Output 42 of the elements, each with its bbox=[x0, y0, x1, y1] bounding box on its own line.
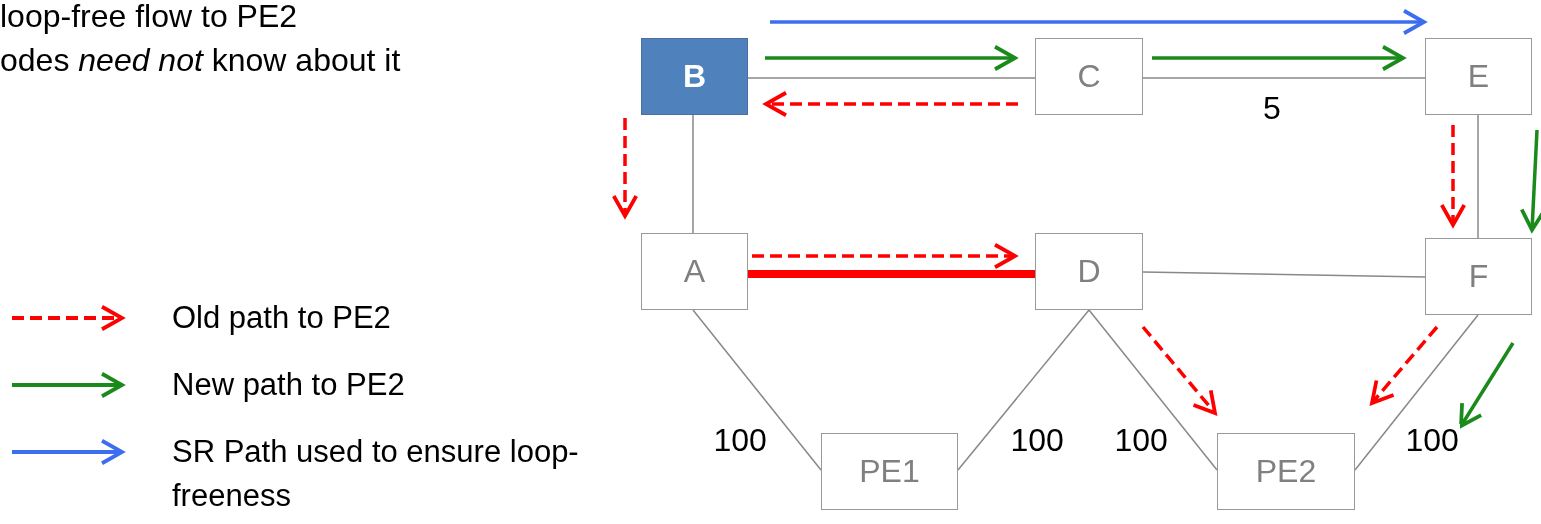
node-label: F bbox=[1468, 258, 1489, 295]
path-arrow bbox=[611, 118, 639, 218]
note-text: loop-free flow to PE2 bbox=[0, 0, 298, 32]
path-arrow bbox=[1370, 325, 1439, 405]
node-label: C bbox=[1077, 58, 1101, 95]
path-arrow bbox=[765, 44, 1017, 72]
link-line bbox=[747, 77, 1036, 79]
link-line bbox=[692, 309, 822, 471]
router-box bbox=[821, 433, 958, 510]
link-line bbox=[1142, 77, 1426, 79]
node-label: E bbox=[1467, 58, 1490, 95]
link-line bbox=[1354, 314, 1479, 471]
path-arrow bbox=[1459, 342, 1515, 428]
router-box bbox=[641, 38, 748, 115]
link-line bbox=[748, 270, 1035, 278]
router-box bbox=[1425, 238, 1532, 315]
node-label: PE2 bbox=[1255, 453, 1317, 490]
router-box bbox=[1425, 38, 1532, 115]
link-line bbox=[957, 309, 1090, 471]
link-line bbox=[1477, 114, 1479, 239]
router-box bbox=[641, 233, 748, 310]
path-arrow bbox=[1439, 125, 1467, 227]
path-arrow bbox=[770, 8, 1426, 36]
node-label: B bbox=[682, 58, 707, 95]
router-box bbox=[1217, 433, 1355, 510]
legend-label: Old path to PE2 bbox=[172, 299, 392, 337]
note-text: odes need not know about it bbox=[0, 44, 401, 76]
router-box bbox=[1035, 38, 1143, 115]
legend-label: SR Path used to ensure loop-freeness bbox=[172, 433, 580, 515]
node-label: PE1 bbox=[859, 453, 920, 490]
path-arrow bbox=[1141, 325, 1217, 415]
node-label: D bbox=[1077, 253, 1101, 290]
link-line bbox=[1088, 309, 1218, 471]
path-arrow bbox=[752, 242, 1017, 270]
node-label: A bbox=[683, 253, 706, 290]
legend-label: New path to PE2 bbox=[172, 366, 406, 404]
path-arrow bbox=[1519, 129, 1541, 232]
router-box bbox=[1035, 233, 1143, 310]
path-arrow bbox=[764, 90, 1018, 118]
link-line bbox=[692, 114, 694, 234]
link-line bbox=[1142, 271, 1426, 278]
path-arrow bbox=[1152, 44, 1405, 72]
